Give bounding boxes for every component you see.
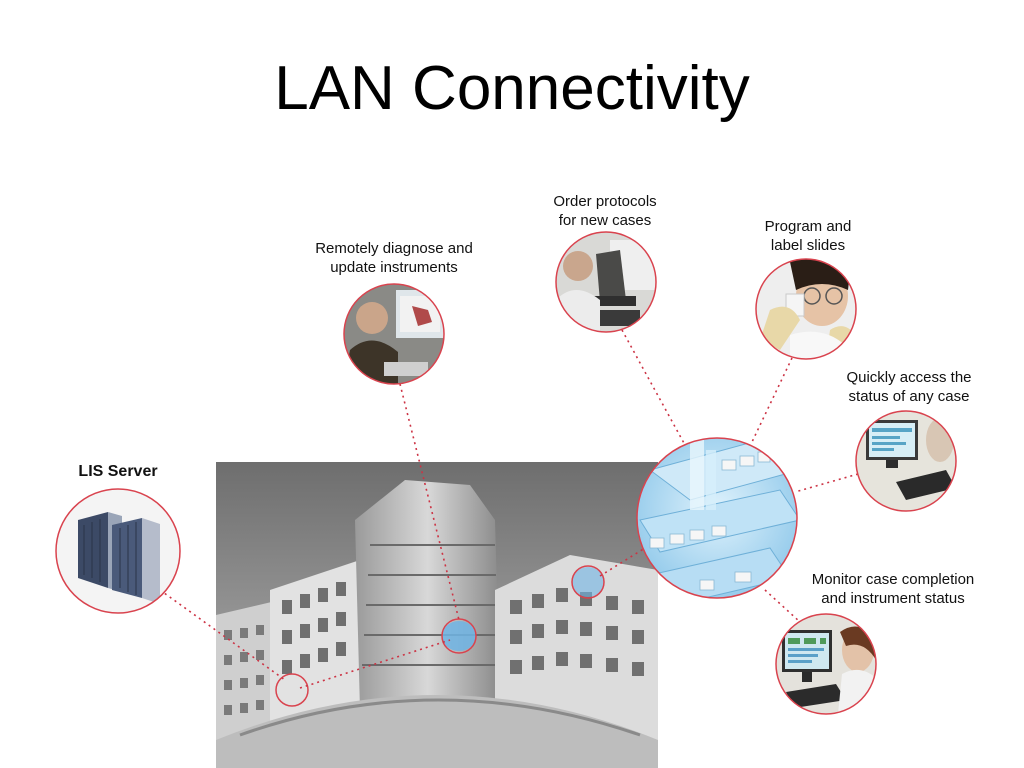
order-protocols-label: Order protocols for new cases (553, 193, 657, 229)
hospital-building-icon (216, 462, 658, 768)
page-title: LAN Connectivity (274, 54, 750, 123)
connector-server (159, 589, 286, 681)
connector-order (621, 329, 686, 446)
lab-floorplan-icon (636, 437, 798, 599)
connector-lines (159, 329, 859, 689)
workstation-computer-icon (855, 410, 957, 512)
connector-program (751, 357, 793, 443)
remote-diagnose-label: Remotely diagnose and update instruments (315, 240, 473, 276)
access-status-label: Quickly access the status of any case (846, 369, 972, 405)
connector-building-left (299, 639, 451, 689)
connector-monitor (764, 589, 801, 623)
lis-server-label: LIS Server (78, 463, 158, 480)
program-slides-label: Program and label slides (764, 218, 852, 254)
operator-at-monitor-icon (775, 613, 877, 715)
monitor-completion-label: Monitor case completion and instrument s… (811, 571, 975, 607)
connector-access (794, 473, 859, 493)
server-rack-icon (55, 488, 181, 614)
scientist-microscope-icon (555, 231, 657, 333)
connector-remote (399, 383, 460, 621)
technician-at-monitor-icon (343, 283, 445, 385)
technician-slide-icon (755, 258, 857, 360)
